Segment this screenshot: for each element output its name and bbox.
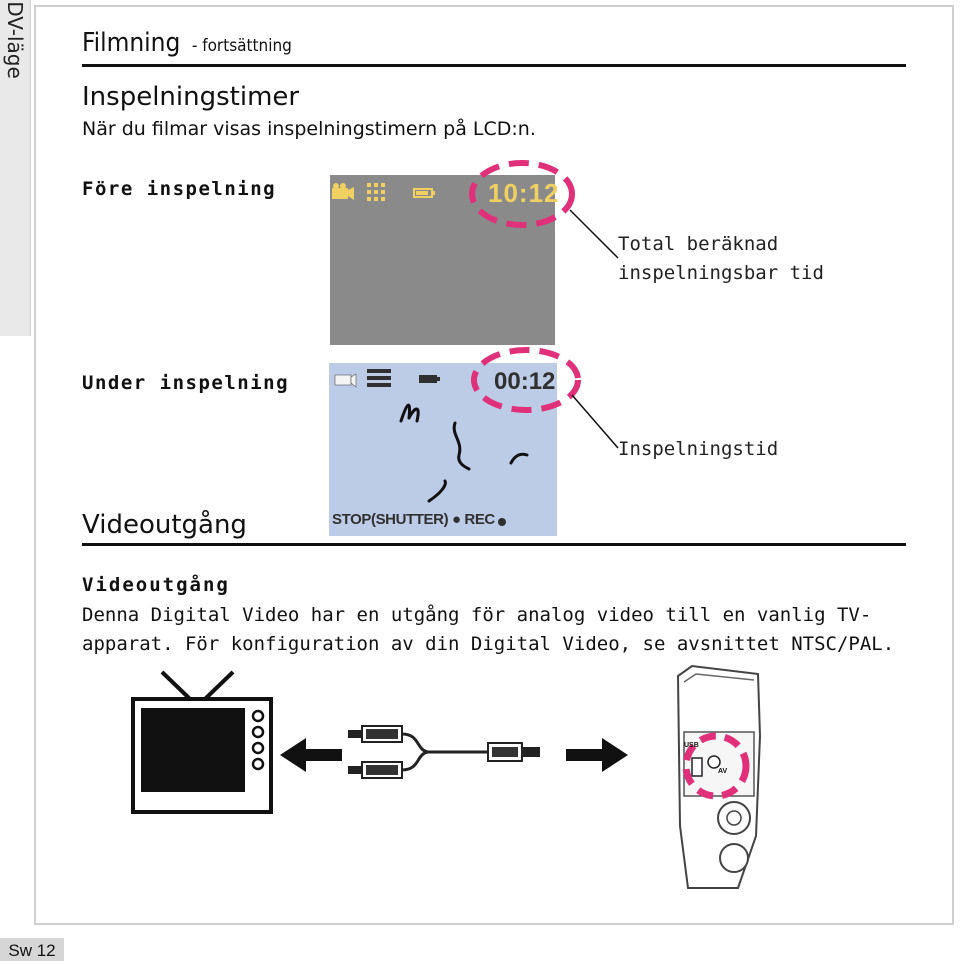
arrow-right-icon [566,738,628,772]
battery-icon [413,188,435,198]
callout-recording-time: Inspelningstid [618,438,779,460]
rec-dot-icon [498,518,506,526]
page-frame [34,5,954,925]
quality-grid-icon [367,369,391,387]
video-out-text: Denna Digital Video har en utgång för an… [82,601,894,659]
arrow-left-icon [280,738,342,772]
title-rule [82,64,906,67]
scene-figures [399,403,529,503]
camcorder-ports-illustration [676,664,762,889]
av-port-label: AV [718,768,728,775]
camcorder-icon [332,183,354,200]
callout-total-time: Total beräknad inspelningsbar tid [618,230,824,288]
before-recording-label: Före inspelning [82,178,277,200]
section-subtitle: - fortsättning [191,36,292,56]
recording-timer-highlight [471,347,581,413]
section-title: Filmning [82,28,181,58]
video-out-text-line1: Denna Digital Video har en utgång för an… [82,604,872,626]
recording-timer: 00:12 [494,368,556,395]
timer-heading: Inspelningstimer [82,82,300,112]
standby-timer-highlight [469,160,575,228]
page-number: Sw 12 [0,938,64,961]
video-out-heading: Videoutgång [82,510,247,540]
usb-port-icon [691,757,703,777]
video-out-rule [82,543,906,546]
callout-line-total [569,209,619,259]
lcd-recording-screen [329,363,557,536]
video-out-text-line2: apparat. För konfiguration av din Digita… [82,633,895,655]
standby-timer: 10:12 [488,178,560,208]
usb-port-label: USB [684,742,699,749]
lcd-standby-screen [330,175,555,345]
lcd-footer-text: STOP(SHUTTER) ● REC [332,511,495,528]
av-port-icon [707,755,721,769]
lcd-recording-overlay [334,369,529,526]
quality-grid-icon [367,183,385,201]
camcorder-icon [334,373,357,388]
battery-icon [419,375,440,383]
av-cable-icon [348,725,540,779]
tv-icon [131,670,273,814]
timer-description: När du filmar visas inspelningstimern på… [82,118,536,140]
callout-total-line2: inspelningsbar tid [618,262,824,284]
video-out-label: Videoutgång [82,574,230,596]
side-tab: DV-läge [0,0,31,336]
lcd-standby-icons [332,183,435,201]
during-recording-label: Under inspelning [82,372,290,394]
callout-total-line1: Total beräknad [618,233,779,255]
callout-line-recording [571,394,619,449]
page-title: Filmning - fortsättning [82,28,292,58]
ports-highlight [682,732,750,800]
